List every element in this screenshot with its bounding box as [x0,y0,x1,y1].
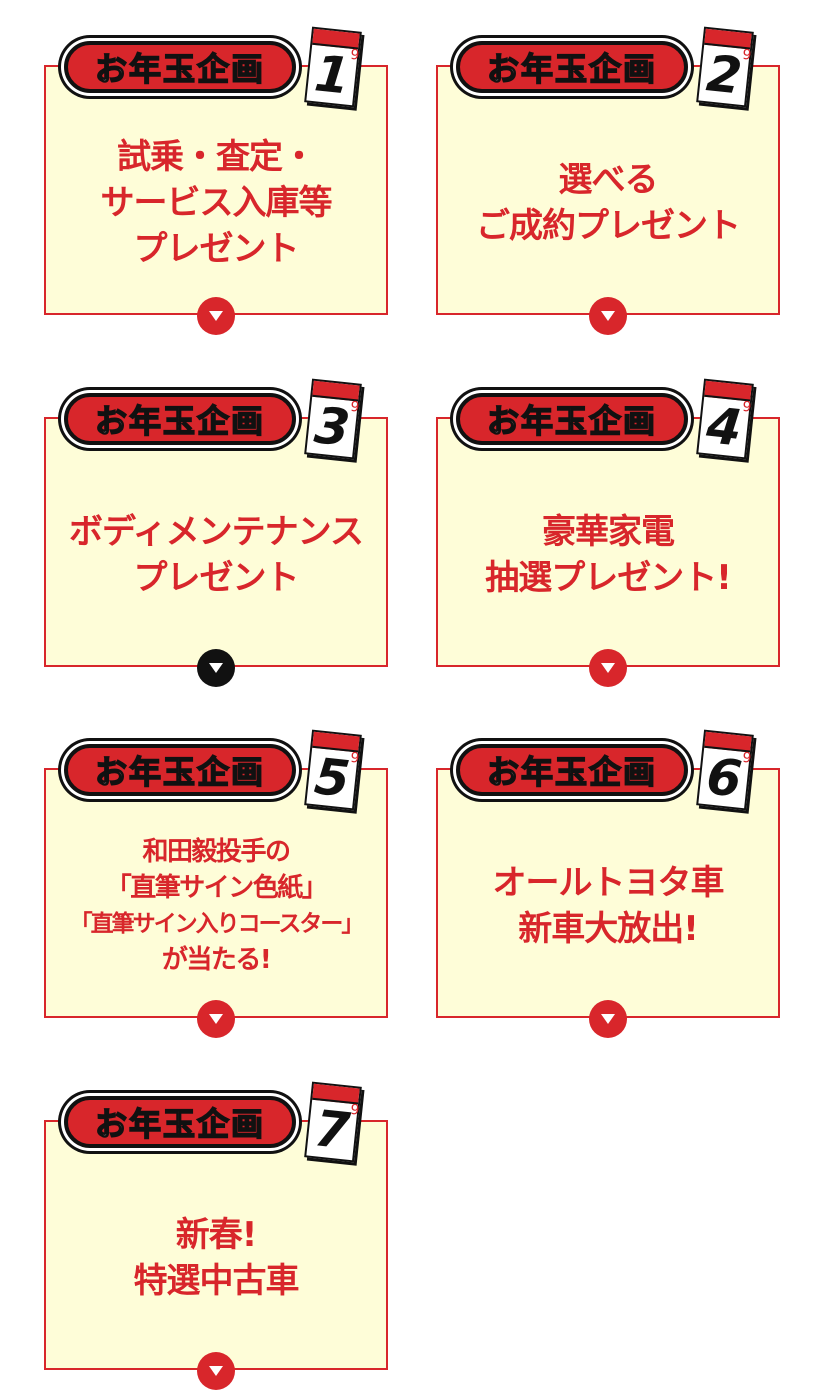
expand-toggle-button[interactable] [197,649,235,687]
campaign-title: 試乗・査定・ サービス入庫等 プレゼント [100,137,333,269]
campaign-badge: お年玉企画 9 6 [456,724,756,820]
campaign-card-7[interactable]: お年玉企画 9 7 新春! 特選中古車 [44,1081,388,1390]
campaign-badge: お年玉企画 9 3 [64,373,364,469]
expand-toggle-button[interactable] [589,649,627,687]
otoshidama-logo: お年玉企画 [64,393,296,445]
campaign-title: 選べる ご成約プレゼント [476,160,741,246]
campaign-badge: お年玉企画 9 7 [64,1076,364,1172]
expand-toggle-button[interactable] [197,297,235,335]
calendar-icon: 9 2 [696,26,754,108]
calendar-icon: 9 6 [696,729,754,811]
chevron-down-icon [209,663,223,673]
campaign-card-1[interactable]: お年玉企画 9 1 試乗・査定・ サービス入庫等 プレゼント [44,26,388,335]
campaign-badge: お年玉企画 9 2 [456,21,756,117]
chevron-down-icon [601,663,615,673]
calendar-icon: 9 7 [304,1081,362,1163]
chevron-down-icon [601,1014,615,1024]
otoshidama-logo: お年玉企画 [456,41,688,93]
campaign-badge: お年玉企画 9 1 [64,21,364,117]
campaign-title: 和田毅投手の 「直筆サイン色紙」 「直筆サイン入りコースター」 が当たる! [69,837,365,975]
expand-toggle-button[interactable] [589,297,627,335]
campaign-card-4[interactable]: お年玉企画 9 4 豪華家電 抽選プレゼント! [436,378,780,687]
chevron-down-icon [209,1014,223,1024]
expand-toggle-button[interactable] [589,1000,627,1038]
chevron-down-icon [209,311,223,321]
otoshidama-logo: お年玉企画 [64,1096,296,1148]
calendar-icon: 9 5 [304,729,362,811]
campaign-badge: お年玉企画 9 4 [456,373,756,469]
campaign-title: 新春! 特選中古車 [133,1215,300,1301]
campaign-title: ボディメンテナンス プレゼント [69,512,364,598]
campaign-card-2[interactable]: お年玉企画 9 2 選べる ご成約プレゼント [436,26,780,335]
campaign-card-5[interactable]: お年玉企画 9 5 和田毅投手の 「直筆サイン色紙」 「直筆サイン入りコースター… [44,729,388,1038]
otoshidama-logo: お年玉企画 [64,744,296,796]
chevron-down-icon [601,311,615,321]
otoshidama-logo: お年玉企画 [456,744,688,796]
campaign-title: 豪華家電 抽選プレゼント! [485,512,732,598]
expand-toggle-button[interactable] [197,1352,235,1390]
campaign-badge: お年玉企画 9 5 [64,724,364,820]
chevron-down-icon [209,1366,223,1376]
campaign-title: オールトヨタ車 新車大放出! [492,863,725,949]
calendar-icon: 9 4 [696,378,754,460]
campaign-card-3[interactable]: お年玉企画 9 3 ボディメンテナンス プレゼント [44,378,388,687]
expand-toggle-button[interactable] [197,1000,235,1038]
otoshidama-logo: お年玉企画 [456,393,688,445]
calendar-icon: 9 1 [304,26,362,108]
campaign-card-6[interactable]: お年玉企画 9 6 オールトヨタ車 新車大放出! [436,729,780,1038]
otoshidama-logo: お年玉企画 [64,41,296,93]
calendar-icon: 9 3 [304,378,362,460]
